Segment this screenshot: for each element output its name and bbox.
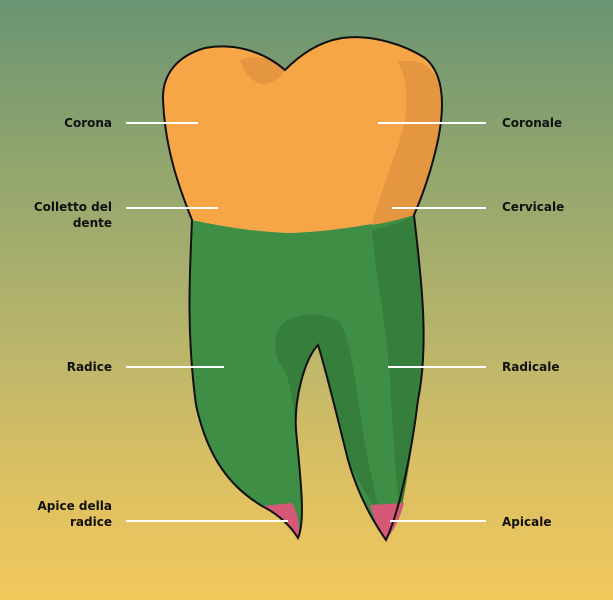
tooth-crown — [162, 37, 442, 234]
label-apice-della-radice: Apice della radice — [37, 499, 112, 529]
tooth-crown-shade — [372, 61, 443, 225]
tooth-crown-notch-shade — [240, 57, 285, 84]
tooth-outline — [161, 36, 443, 542]
label-cervicale: Cervicale — [502, 200, 565, 214]
label-radice: Radice — [66, 360, 112, 374]
root-apex-left — [262, 503, 300, 538]
leader-lines — [126, 122, 486, 522]
label-colletto-del-dente: Colletto del dente — [33, 200, 112, 230]
tooth-root-shade-right — [372, 215, 424, 515]
label-coronale: Coronale — [502, 116, 563, 130]
label-radicale: Radicale — [502, 360, 560, 374]
tooth-root-shade — [275, 314, 380, 515]
label-corona: Corona — [64, 116, 112, 130]
label-apicale: Apicale — [502, 515, 552, 529]
